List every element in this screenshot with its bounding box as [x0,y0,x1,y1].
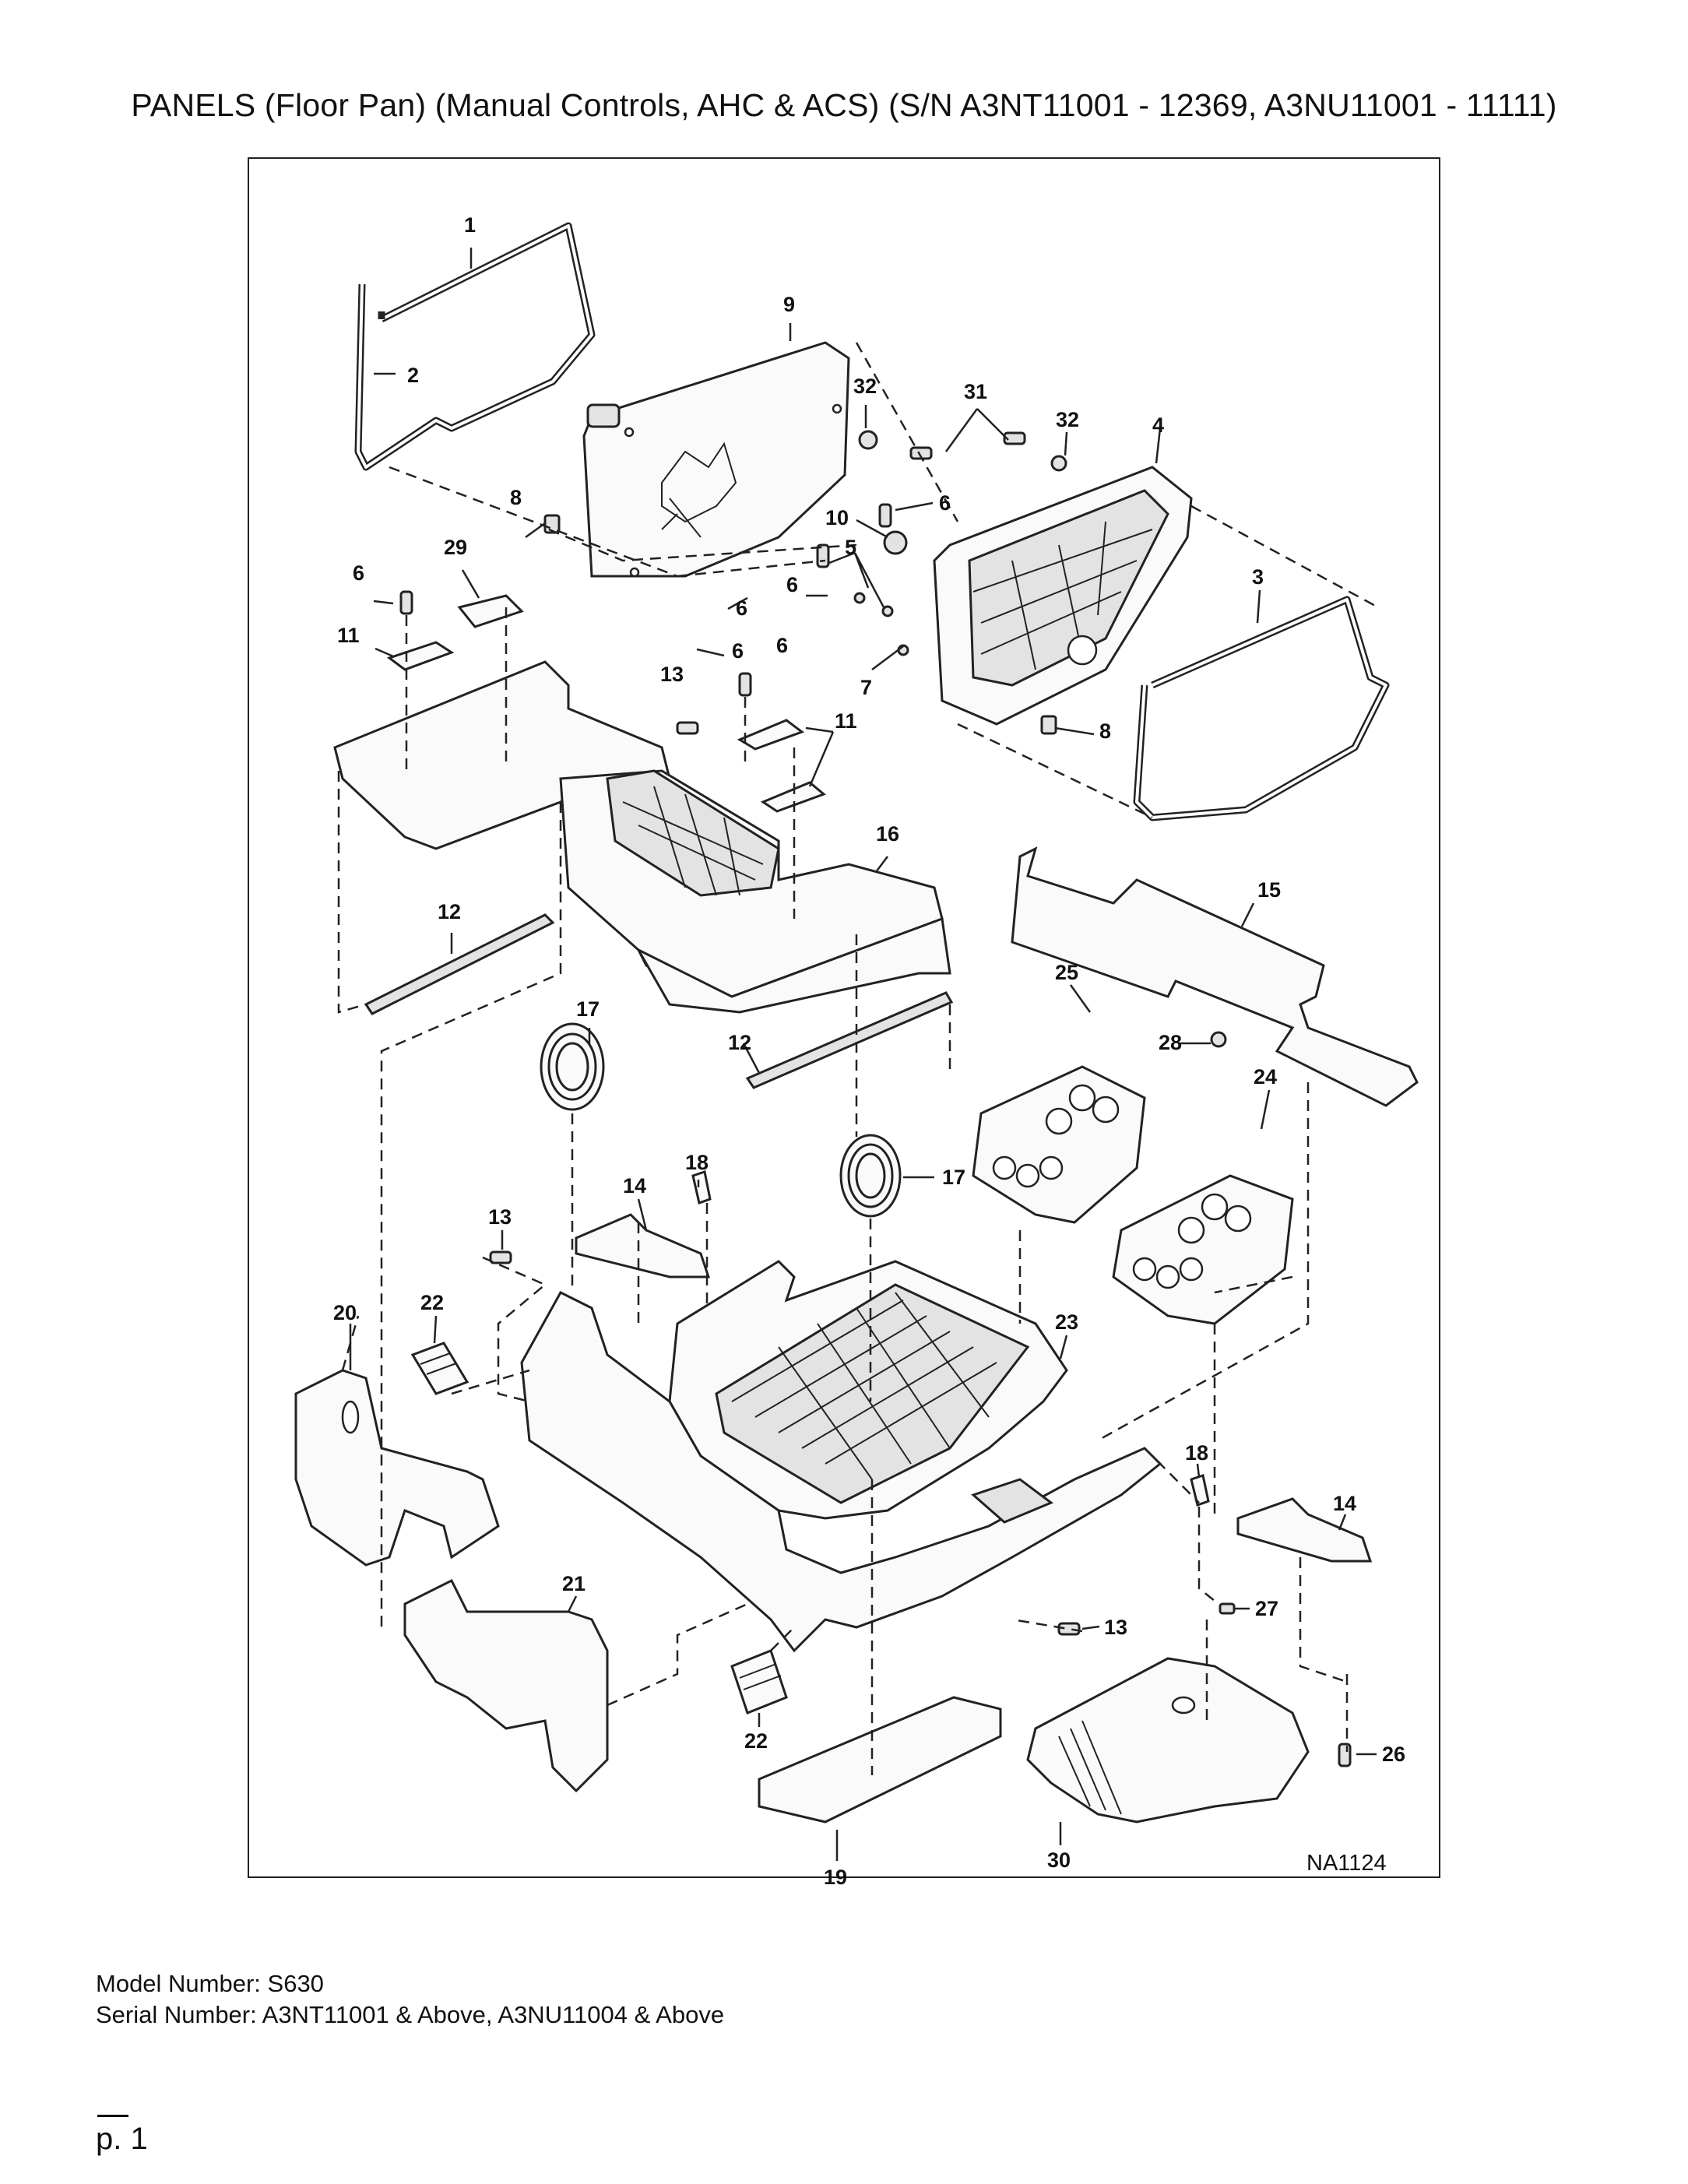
callout-18: 18 [685,1151,709,1174]
callout-11: 11 [337,624,360,647]
callout-13: 13 [488,1205,512,1229]
callout-32: 32 [853,375,877,398]
callout-6: 6 [786,573,798,596]
assembly-lines [337,342,1379,1775]
part-19-block [758,1696,1002,1824]
callout-24: 24 [1254,1065,1277,1088]
callout-31: 31 [964,380,987,403]
fasteners [399,430,1352,1767]
callout-6: 6 [776,634,788,657]
part-24-pedal-housing [1112,1174,1294,1325]
callout-6: 6 [736,596,747,620]
callout-8: 8 [1099,719,1111,743]
callout-30: 30 [1047,1848,1071,1872]
part-12-strip-a [364,913,555,1015]
serial-number: Serial Number: A3NT11001 & Above, A3NU11… [96,2001,725,2028]
part-1-2-seal [354,222,596,471]
page-title: PANELS (Floor Pan) (Manual Controls, AHC… [131,87,1557,123]
part-22-boot-b [730,1649,788,1714]
callout-6: 6 [732,639,744,663]
callout-13: 13 [1104,1616,1127,1639]
callout-3: 3 [1252,565,1264,589]
callout-22: 22 [420,1291,444,1314]
leader-lines [349,248,1377,1861]
part-18-clip-b [1190,1474,1210,1507]
part-21-bracket [403,1578,609,1793]
callout-17: 17 [576,997,600,1021]
part-29-plate [457,594,524,628]
part-18-clip-a [691,1170,712,1205]
callout-5: 5 [845,536,856,559]
part-14-bracket-a [575,1213,711,1278]
callout-4: 4 [1152,413,1164,437]
part-14-bracket-b [1236,1497,1373,1563]
callout-10: 10 [825,506,849,529]
callout-7: 7 [860,676,872,699]
part-20-bracket [294,1369,500,1567]
part-16-upper-console [333,660,951,1014]
part-15-trim-strip [1011,846,1419,1107]
part-17-boot-b [839,1134,902,1218]
callout-1: 1 [464,213,476,237]
part-25-pedal-housing [972,1065,1146,1224]
part-11-plate-b [737,719,805,751]
drawing-id: NA1124 [1306,1851,1387,1876]
callout-2: 2 [407,364,419,387]
diagram-frame [248,157,1440,1878]
callout-12: 12 [728,1031,751,1054]
callout-12: 12 [438,900,461,923]
callout-20: 20 [333,1301,357,1324]
part-22-boot-a [410,1342,469,1395]
part-4-frame-panel [933,466,1193,726]
part-12-strip-b [745,991,954,1089]
callout-8: 8 [510,486,522,509]
callout-16: 16 [876,822,899,846]
callout-15: 15 [1257,878,1281,902]
page-number: p. 1 [96,2122,148,2156]
callout-14: 14 [1333,1492,1356,1515]
callout-28: 28 [1159,1031,1182,1054]
callout-11: 11 [835,709,857,733]
model-number: Model Number: S630 [96,1970,324,1997]
callout-21: 21 [562,1572,586,1595]
callout-23: 23 [1055,1310,1078,1334]
callout-18: 18 [1185,1441,1208,1465]
callout-27: 27 [1255,1597,1278,1620]
part-17-boot-a [540,1022,605,1111]
part-23-floor-pan [520,1260,1162,1653]
callout-14: 14 [623,1174,646,1198]
part-30-cover [1026,1657,1310,1824]
callout-26: 26 [1382,1743,1405,1766]
callout-19: 19 [824,1866,847,1889]
part-3-seal [1133,596,1390,821]
callout-6: 6 [939,491,951,515]
page-number-rule [97,2115,128,2117]
callout-25: 25 [1055,961,1078,984]
part-9-cover-panel [582,341,850,578]
callout-6: 6 [353,561,364,585]
callout-32: 32 [1056,408,1079,431]
callout-numbers: 1 2 9 32 31 32 4 8 10 6 29 6 5 6 6 6 3 1… [333,213,1405,1889]
callout-13: 13 [660,663,684,686]
callout-9: 9 [783,293,795,316]
callout-29: 29 [444,536,467,559]
callout-22: 22 [744,1729,768,1753]
callout-17: 17 [942,1166,965,1189]
part-11-plate-a [386,641,455,671]
